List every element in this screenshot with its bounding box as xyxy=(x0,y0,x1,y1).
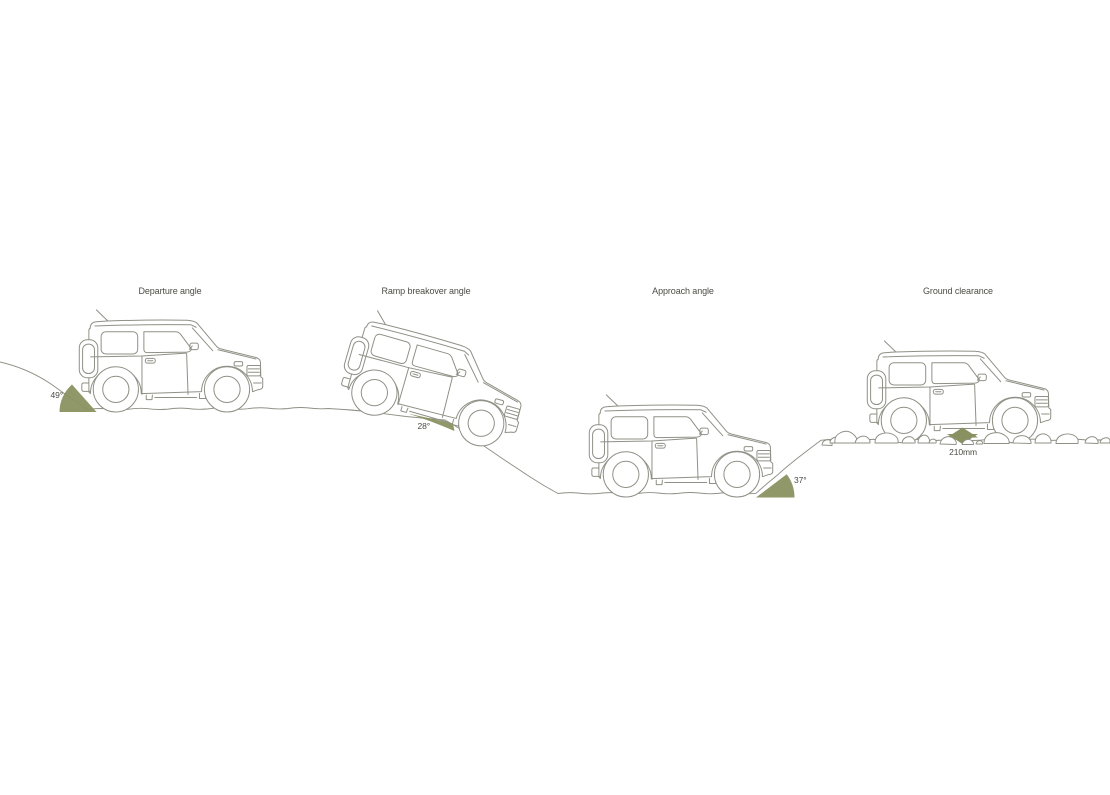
departure-angle-wedge xyxy=(59,384,97,412)
ground-clearance-arrow-icon xyxy=(947,427,978,444)
breakover-angle-wedge xyxy=(408,413,455,431)
ground-clearance-label: Ground clearance xyxy=(923,286,993,296)
approach-angle-value: 37° xyxy=(794,475,807,485)
ground-clearance-value: 210mm xyxy=(949,447,977,457)
vehicle-departure xyxy=(78,309,264,413)
approach-angle-wedge xyxy=(756,474,795,498)
ramp-breakover-angle-label: Ramp breakover angle xyxy=(381,286,471,296)
approach-angle-label: Approach angle xyxy=(652,286,714,296)
vehicle-ramp-breakover xyxy=(332,305,538,456)
vehicle-ground-clearance xyxy=(866,340,1052,444)
departure-angle-value: 49° xyxy=(50,390,63,400)
vehicle-approach xyxy=(588,394,774,498)
departure-angle-label: Departure angle xyxy=(138,286,202,296)
breakover-angle-value: 28° xyxy=(417,421,430,431)
rocks xyxy=(821,430,1110,446)
